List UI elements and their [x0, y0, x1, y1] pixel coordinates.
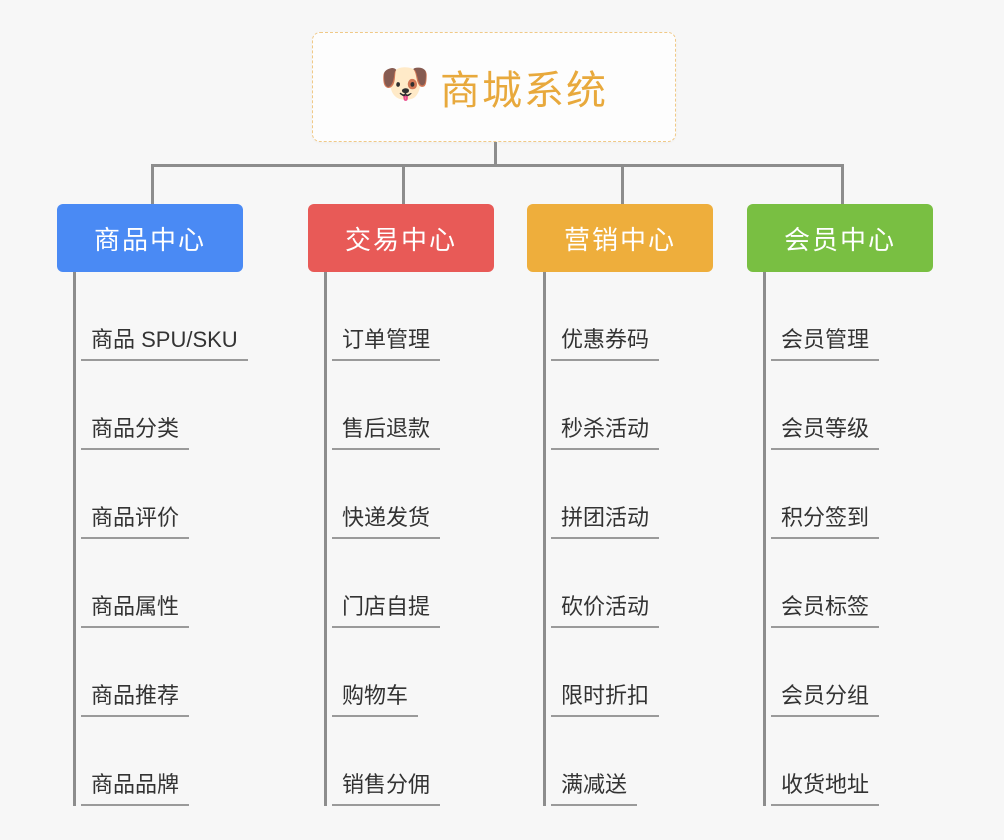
- leaf-node-label: 门店自提: [332, 594, 441, 628]
- branch-spine: [73, 272, 76, 806]
- leaf-node[interactable]: 快递发货: [308, 450, 494, 539]
- connector-branch-stem-2: [402, 164, 405, 204]
- leaf-list-1: 商品 SPU/SKU 商品分类商品评价商品属性商品推荐商品品牌: [57, 272, 248, 806]
- leaf-node-label: 拼团活动: [551, 505, 660, 539]
- leaf-node[interactable]: 商品品牌: [57, 717, 243, 806]
- leaf-node[interactable]: 优惠券码: [527, 272, 713, 361]
- leaf-node[interactable]: 会员管理: [747, 272, 933, 361]
- leaf-node-label: 满减送: [551, 772, 638, 806]
- leaf-node-label: 秒杀活动: [551, 416, 660, 450]
- branch-column-1: 商品中心商品 SPU/SKU 商品分类商品评价商品属性商品推荐商品品牌: [57, 204, 248, 806]
- category-header-2[interactable]: 交易中心: [308, 204, 494, 272]
- leaf-node-label: 销售分佣: [332, 772, 441, 806]
- connector-branch-stem-3: [621, 164, 624, 204]
- leaf-node-label: 商品属性: [81, 594, 190, 628]
- category-header-3[interactable]: 营销中心: [527, 204, 713, 272]
- leaf-node[interactable]: 商品 SPU/SKU: [57, 272, 248, 361]
- leaf-node-label: 商品分类: [81, 416, 190, 450]
- leaf-node-label: 快递发货: [332, 505, 441, 539]
- category-header-4[interactable]: 会员中心: [747, 204, 933, 272]
- leaf-node-label: 会员管理: [771, 327, 880, 361]
- branch-spine: [763, 272, 766, 806]
- leaf-node[interactable]: 会员标签: [747, 539, 933, 628]
- category-header-1[interactable]: 商品中心: [57, 204, 243, 272]
- leaf-list-3: 优惠券码秒杀活动拼团活动砍价活动限时折扣满减送: [527, 272, 713, 806]
- leaf-node[interactable]: 会员分组: [747, 628, 933, 717]
- leaf-node-label: 购物车: [332, 683, 419, 717]
- leaf-list-2: 订单管理售后退款快递发货门店自提购物车销售分佣: [308, 272, 494, 806]
- leaf-node-label: 商品品牌: [81, 772, 190, 806]
- leaf-node-label: 商品 SPU/SKU: [81, 327, 248, 361]
- leaf-list-4: 会员管理会员等级积分签到会员标签会员分组收货地址: [747, 272, 933, 806]
- leaf-node-label: 商品推荐: [81, 683, 190, 717]
- leaf-node[interactable]: 会员等级: [747, 361, 933, 450]
- leaf-node[interactable]: 商品推荐: [57, 628, 243, 717]
- leaf-node[interactable]: 订单管理: [308, 272, 494, 361]
- leaf-node[interactable]: 购物车: [308, 628, 494, 717]
- leaf-node-label: 订单管理: [332, 327, 441, 361]
- leaf-node-label: 限时折扣: [551, 683, 660, 717]
- leaf-node[interactable]: 收货地址: [747, 717, 933, 806]
- leaf-node-label: 售后退款: [332, 416, 441, 450]
- branch-spine: [324, 272, 327, 806]
- leaf-node[interactable]: 商品分类: [57, 361, 243, 450]
- leaf-node[interactable]: 销售分佣: [308, 717, 494, 806]
- leaf-node-label: 收货地址: [771, 772, 880, 806]
- root-node[interactable]: 🐶 商城系统: [312, 32, 676, 142]
- leaf-node-label: 会员标签: [771, 594, 880, 628]
- branch-column-4: 会员中心会员管理会员等级积分签到会员标签会员分组收货地址: [747, 204, 933, 806]
- leaf-node[interactable]: 满减送: [527, 717, 713, 806]
- leaf-node[interactable]: 售后退款: [308, 361, 494, 450]
- leaf-node[interactable]: 拼团活动: [527, 450, 713, 539]
- branch-spine: [543, 272, 546, 806]
- leaf-node[interactable]: 秒杀活动: [527, 361, 713, 450]
- leaf-node-label: 砍价活动: [551, 594, 660, 628]
- connector-horizontal-bus: [151, 164, 844, 167]
- leaf-node[interactable]: 限时折扣: [527, 628, 713, 717]
- leaf-node[interactable]: 积分签到: [747, 450, 933, 539]
- leaf-node[interactable]: 门店自提: [308, 539, 494, 628]
- leaf-node[interactable]: 商品评价: [57, 450, 243, 539]
- dog-face-icon: 🐶: [380, 62, 430, 106]
- leaf-node-label: 会员等级: [771, 416, 880, 450]
- leaf-node-label: 优惠券码: [551, 327, 660, 361]
- leaf-node-label: 商品评价: [81, 505, 190, 539]
- branch-column-3: 营销中心优惠券码秒杀活动拼团活动砍价活动限时折扣满减送: [527, 204, 713, 806]
- leaf-node-label: 会员分组: [771, 683, 880, 717]
- branch-column-2: 交易中心订单管理售后退款快递发货门店自提购物车销售分佣: [308, 204, 494, 806]
- leaf-node[interactable]: 砍价活动: [527, 539, 713, 628]
- connector-root-stem: [494, 142, 497, 166]
- root-title: 商城系统: [440, 69, 608, 113]
- leaf-node-label: 积分签到: [771, 505, 880, 539]
- connector-branch-stem-4: [841, 164, 844, 204]
- connector-branch-stem-1: [151, 164, 154, 204]
- leaf-node[interactable]: 商品属性: [57, 539, 243, 628]
